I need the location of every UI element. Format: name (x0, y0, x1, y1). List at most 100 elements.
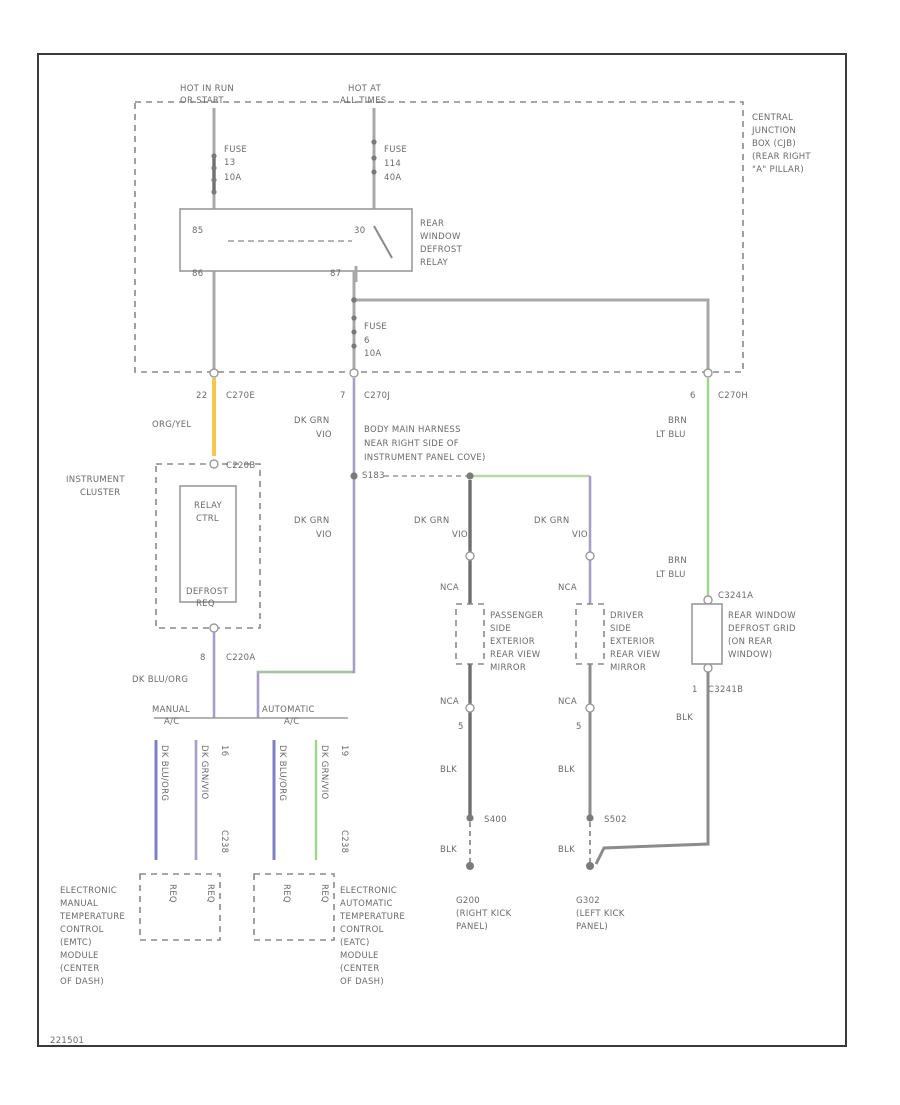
svg-text:DK BLU/ORG: DK BLU/ORG (159, 745, 169, 801)
auto-vert-labels: DK BLU/ORG DK GRN/VIO 19 C238 (277, 745, 349, 853)
svg-text:DK GRN: DK GRN (294, 516, 329, 526)
svg-text:"A" PILLAR): "A" PILLAR) (752, 165, 804, 175)
emtc-tags: REQ REQ (167, 884, 215, 903)
fuse-114-label: FUSE 114 40A (384, 145, 407, 183)
svg-text:ELECTRONIC: ELECTRONIC (60, 886, 117, 896)
svg-text:NCA: NCA (440, 697, 459, 707)
fuse-13-label: FUSE 13 10A (224, 145, 247, 183)
wire-dkgrn-label-1: DK GRN VIO (294, 416, 332, 440)
svg-text:REAR VIEW: REAR VIEW (610, 650, 661, 660)
cjb-label: CENTRAL JUNCTION BOX (CJB) (REAR RIGHT "… (751, 113, 811, 175)
svg-text:10A: 10A (224, 173, 242, 183)
instrument-cluster (155, 463, 261, 629)
emtc-module (139, 873, 221, 941)
eatc-tags: REQ REQ (281, 884, 329, 903)
instrument-cluster-label: INSTRUMENT CLUSTER (66, 475, 125, 498)
svg-text:OF DASH): OF DASH) (340, 977, 384, 987)
svg-text:MODULE: MODULE (340, 951, 379, 961)
svg-text:REQ: REQ (205, 884, 215, 903)
splice-s183 (350, 472, 358, 480)
svg-text:OR START: OR START (180, 96, 224, 106)
svg-text:(EATC): (EATC) (340, 938, 370, 948)
svg-text:22: 22 (196, 391, 207, 401)
svg-text:BLK: BLK (440, 765, 457, 775)
g200-label: G200 (RIGHT KICK PANEL) (456, 896, 511, 932)
svg-text:REAR: REAR (420, 219, 444, 229)
svg-text:REQ: REQ (281, 884, 291, 903)
svg-text:CLUSTER: CLUSTER (80, 488, 120, 498)
svg-text:CONTROL: CONTROL (340, 925, 384, 935)
wire-org-yel-label: ORG/YEL (152, 420, 191, 430)
connector-c270h: 6 C270H (690, 368, 748, 401)
svg-text:85: 85 (192, 226, 203, 236)
svg-text:VIO: VIO (572, 530, 588, 540)
svg-text:(CENTER: (CENTER (340, 964, 380, 974)
svg-text:DK BLU/ORG: DK BLU/ORG (277, 745, 287, 801)
svg-text:87: 87 (330, 269, 341, 279)
svg-text:NEAR RIGHT SIDE OF: NEAR RIGHT SIDE OF (364, 439, 459, 449)
svg-text:MANUAL: MANUAL (60, 899, 98, 909)
svg-text:C3241B: C3241B (708, 685, 743, 695)
diagram-frame (37, 53, 847, 1047)
svg-text:C238: C238 (339, 830, 349, 853)
g302-label: G302 (LEFT KICK PANEL) (576, 896, 624, 932)
svg-text:BLK: BLK (676, 713, 693, 723)
relay-pin-labels: 85 86 30 87 (192, 226, 365, 279)
driver-wire-label: DK GRN VIO (534, 516, 588, 540)
driver-mirror (575, 603, 605, 665)
rear-defrost-relay (179, 208, 413, 272)
svg-text:BLK: BLK (440, 845, 457, 855)
svg-text:A/C: A/C (284, 717, 300, 727)
svg-text:RELAY: RELAY (194, 501, 223, 511)
svg-text:5: 5 (458, 722, 464, 732)
svg-text:G200: G200 (456, 896, 480, 906)
automatic-ac-label: AUTOMATIC A/C (262, 705, 314, 727)
svg-text:(ON REAR: (ON REAR (728, 637, 772, 647)
svg-text:WINDOW: WINDOW (420, 232, 461, 242)
svg-text:REQ: REQ (196, 599, 215, 609)
svg-text:10A: 10A (364, 349, 382, 359)
svg-text:(REAR RIGHT: (REAR RIGHT (752, 152, 811, 162)
manual-ac-label: MANUAL A/C (152, 705, 190, 727)
svg-text:ALL TIMES: ALL TIMES (340, 96, 387, 106)
svg-text:A/C: A/C (164, 717, 180, 727)
splice-s400 (466, 814, 474, 822)
svg-text:8: 8 (200, 653, 206, 663)
svg-text:S400: S400 (484, 815, 507, 825)
svg-text:OF DASH): OF DASH) (60, 977, 104, 987)
splice-s502 (586, 814, 594, 822)
svg-text:DEFROST GRID: DEFROST GRID (728, 624, 796, 634)
svg-text:BRN: BRN (668, 416, 687, 426)
svg-text:VIO: VIO (316, 430, 332, 440)
svg-text:TEMPERATURE: TEMPERATURE (339, 912, 405, 922)
svg-text:DEFROST: DEFROST (420, 245, 463, 255)
svg-text:VIO: VIO (452, 530, 468, 540)
wire-dkgrn-label-2: DK GRN VIO (294, 516, 332, 540)
ground-g302 (586, 862, 594, 870)
svg-text:VIO: VIO (316, 530, 332, 540)
svg-text:NCA: NCA (558, 697, 577, 707)
svg-text:S183: S183 (362, 471, 385, 481)
svg-text:JUNCTION: JUNCTION (751, 126, 796, 136)
svg-text:DK GRN: DK GRN (534, 516, 569, 526)
svg-text:G302: G302 (576, 896, 600, 906)
svg-text:DK GRN/VIO: DK GRN/VIO (319, 745, 329, 800)
svg-text:CTRL: CTRL (196, 514, 219, 524)
passenger-mirror-label: PASSENGER SIDE EXTERIOR REAR VIEW MIRROR (490, 611, 543, 673)
svg-text:13: 13 (224, 158, 235, 168)
svg-text:DK GRN/VIO: DK GRN/VIO (199, 745, 209, 800)
svg-text:LT BLU: LT BLU (656, 570, 686, 580)
svg-text:114: 114 (384, 159, 401, 169)
svg-text:BRN: BRN (668, 556, 687, 566)
svg-text:BOX (CJB): BOX (CJB) (752, 139, 796, 149)
wire-grid-ground (594, 672, 710, 865)
relay-label: REAR WINDOW DEFROST RELAY (420, 219, 463, 268)
footer-id: 221501 (50, 1036, 84, 1046)
wire-brn-ltblu-label-2: BRN LT BLU (656, 556, 687, 580)
svg-text:HOT AT: HOT AT (348, 84, 382, 94)
svg-text:ELECTRONIC: ELECTRONIC (340, 886, 397, 896)
svg-text:6: 6 (690, 391, 696, 401)
svg-text:BLK: BLK (558, 845, 575, 855)
svg-text:PANEL): PANEL) (456, 922, 488, 932)
